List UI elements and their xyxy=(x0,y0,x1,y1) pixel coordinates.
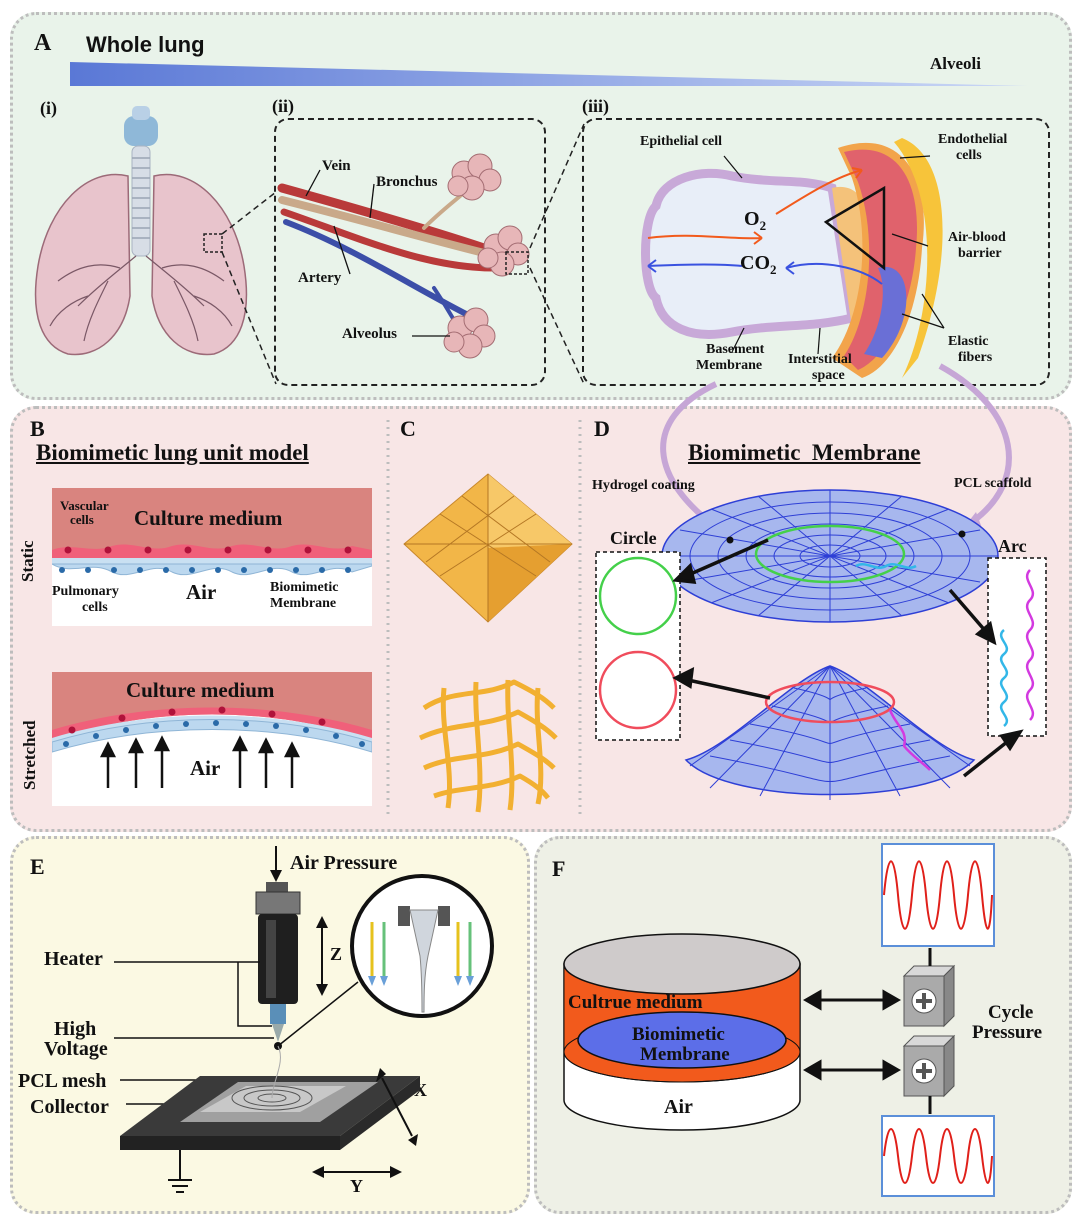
epithelial-label: Epithelial cell xyxy=(640,134,723,149)
endothelial-label-2: cells xyxy=(956,148,982,163)
membrane-f-label-2: Membrane xyxy=(640,1044,730,1065)
vascular-label-2: cells xyxy=(70,512,94,527)
vascular-label-1: Vascular xyxy=(60,498,109,513)
lattice-scaffold xyxy=(418,679,558,813)
co2-label: CO2 xyxy=(740,252,777,277)
heater-label: Heater xyxy=(44,948,103,970)
air-stretched: Air xyxy=(190,756,221,780)
pcl-scaffold-label: PCL scaffold xyxy=(954,476,1032,491)
air-pressure-label: Air Pressure xyxy=(290,852,398,874)
gradient-left-label: Whole lung xyxy=(86,32,205,57)
z-axis-label: Z xyxy=(330,944,343,964)
static-model xyxy=(52,488,372,626)
air-f-label: Air xyxy=(664,1096,693,1118)
stretched-model xyxy=(52,672,372,806)
culture-medium-f-label: Cultrue medium xyxy=(568,992,703,1013)
barrier-label-2: barrier xyxy=(958,246,1002,261)
culture-medium-static: Culture medium xyxy=(134,506,283,530)
alveolus-cross-section xyxy=(641,138,945,378)
octahedron-scaffold xyxy=(403,473,573,623)
cycle-pressure-label-1: Cycle xyxy=(988,1002,1034,1023)
bronchus-label: Bronchus xyxy=(376,174,438,190)
static-label: Static xyxy=(18,540,37,582)
airway-detail-box xyxy=(274,118,546,386)
collector-label: Collector xyxy=(30,1096,109,1118)
pcl-mesh-label: PCL mesh xyxy=(18,1070,107,1092)
panel-d-title: Biomimetic Membrane xyxy=(688,440,921,465)
elastic-label-2: fibers xyxy=(958,350,993,365)
panel-f-letter: F xyxy=(552,856,566,881)
culture-medium-stretched: Culture medium xyxy=(126,678,275,702)
panel-b-letter: B xyxy=(30,416,45,441)
cycle-pressure-label-2: Pressure xyxy=(972,1022,1043,1043)
high-voltage-label-1: High xyxy=(54,1018,97,1040)
biomimetic-label-2: Membrane xyxy=(270,596,337,611)
circle-label: Circle xyxy=(610,528,657,548)
membrane-diagram xyxy=(595,489,1047,800)
arc-label: Arc xyxy=(998,536,1027,556)
air-static: Air xyxy=(186,580,217,604)
sub-i-label: (i) xyxy=(40,98,57,118)
membrane-f-label-1: Biomimetic xyxy=(632,1024,725,1045)
high-voltage-label-2: Voltage xyxy=(44,1038,108,1060)
panel-e-letter: E xyxy=(30,854,45,879)
pulmonary-label-1: Pulmonary xyxy=(52,584,119,599)
alveolus-detail-box xyxy=(582,118,1050,386)
printer-diagram xyxy=(114,846,494,1193)
sub-iii-label: (iii) xyxy=(582,96,609,116)
zoom-lines-i-ii xyxy=(221,123,585,385)
sub-ii-label: (ii) xyxy=(272,96,294,116)
panel-c-letter: C xyxy=(400,416,416,441)
gradient-right-label: Alveoli xyxy=(930,54,981,73)
scale-gradient-wedge xyxy=(70,62,1028,86)
elastic-label-1: Elastic xyxy=(948,334,989,349)
basement-label-2: Membrane xyxy=(696,358,763,373)
artery-label: Artery xyxy=(298,270,342,286)
biomimetic-label-1: Biomimetic xyxy=(270,580,339,595)
interstitial-label-2: space xyxy=(812,368,845,383)
airway-illustration xyxy=(277,153,530,359)
vein-label: Vein xyxy=(322,158,351,174)
y-axis-label: Y xyxy=(350,1176,363,1196)
panel-b-title: Biomimetic lung unit model xyxy=(36,440,309,465)
alveolus-label: Alveolus xyxy=(342,326,398,342)
pulmonary-label-2: cells xyxy=(82,600,108,615)
lung-illustration xyxy=(34,106,248,356)
bioreactor-diagram xyxy=(563,843,995,1197)
stretched-label: Stretched xyxy=(20,720,39,790)
panel-d-letter: D xyxy=(594,416,610,441)
barrier-label-1: Air-blood xyxy=(948,230,1006,245)
o2-label: O2 xyxy=(744,208,767,233)
panel-a-letter: A xyxy=(34,30,52,56)
hydrogel-label: Hydrogel coating xyxy=(592,478,695,493)
basement-label-1: Basement xyxy=(706,342,765,357)
interstitial-label-1: Interstitial xyxy=(788,352,852,367)
endothelial-label-1: Endothelial xyxy=(938,132,1008,147)
